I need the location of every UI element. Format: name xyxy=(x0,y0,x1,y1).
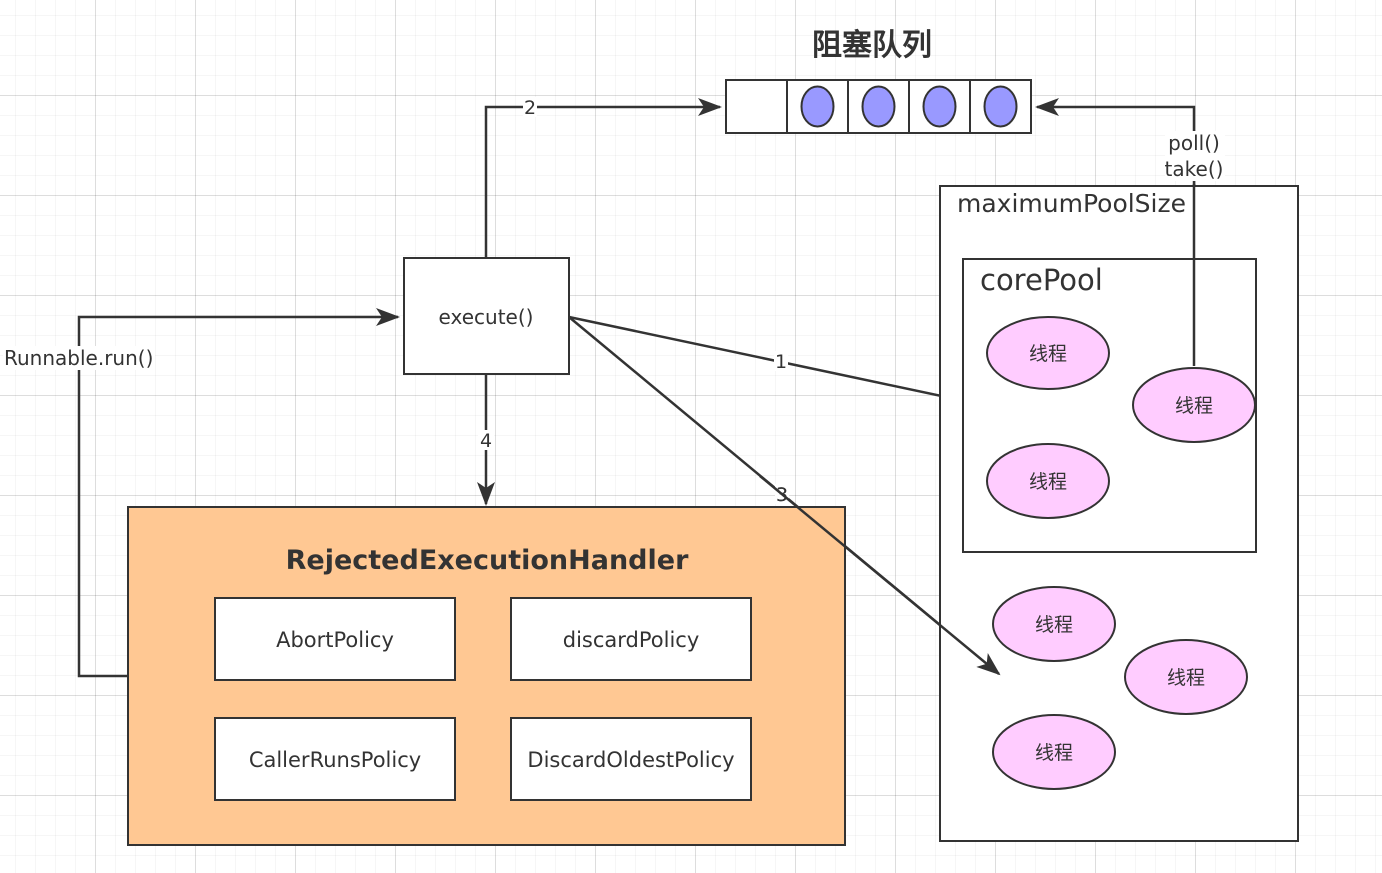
svg-text:线程: 线程 xyxy=(1029,471,1067,493)
execute-node: execute() xyxy=(403,257,570,375)
policy-abort: AbortPolicy xyxy=(214,597,456,681)
edge-label-3-overlay: 3 xyxy=(776,484,788,506)
thread-max-1: 线程 xyxy=(992,586,1116,662)
policy-discard-oldest: DiscardOldestPolicy xyxy=(510,717,752,801)
poll-label: poll() xyxy=(1168,131,1220,155)
thread-max-3: 线程 xyxy=(992,714,1116,790)
edge-execute-to-queue xyxy=(484,98,722,258)
svg-text:线程: 线程 xyxy=(1167,667,1205,689)
svg-text:CallerRunsPolicy: CallerRunsPolicy xyxy=(249,748,421,772)
edge-label-4: 4 xyxy=(478,430,494,452)
queue-item xyxy=(922,85,957,128)
rejected-execution-handler: RejectedExecutionHandler AbortPolicy dis… xyxy=(127,506,846,846)
svg-text:AbortPolicy: AbortPolicy xyxy=(276,628,394,652)
thread-core-3: 线程 xyxy=(986,443,1110,519)
svg-text:1: 1 xyxy=(775,351,787,373)
svg-text:discardPolicy: discardPolicy xyxy=(563,628,700,652)
queue-item xyxy=(983,85,1018,128)
blocking-queue xyxy=(725,79,1032,134)
svg-text:2: 2 xyxy=(524,97,536,119)
take-label: take() xyxy=(1165,157,1224,181)
poll-take-labels: poll() take() xyxy=(1165,131,1225,181)
thread-core-1: 线程 xyxy=(986,316,1110,390)
handler-title: RejectedExecutionHandler xyxy=(286,545,689,576)
edge-label-1: 1 xyxy=(774,351,788,373)
thread-core-2: 线程 xyxy=(1132,367,1256,443)
svg-text:DiscardOldestPolicy: DiscardOldestPolicy xyxy=(527,748,734,772)
runnable-run-label: Runnable.run() xyxy=(3,346,155,370)
execute-label: execute() xyxy=(439,305,534,329)
svg-text:Runnable.run(): Runnable.run() xyxy=(4,346,153,370)
edge-handler-to-execute xyxy=(77,308,400,678)
queue-item xyxy=(861,85,896,128)
core-pool-label: corePool xyxy=(980,263,1103,297)
svg-text:线程: 线程 xyxy=(1175,395,1213,417)
execute-box xyxy=(403,257,570,375)
blocking-queue-title: 阻塞队列 xyxy=(812,28,932,63)
policy-caller-runs: CallerRunsPolicy xyxy=(214,717,456,801)
svg-text:线程: 线程 xyxy=(1029,343,1067,365)
edge-label-2: 2 xyxy=(523,97,537,119)
edge-execute-to-maxpool-overlay xyxy=(759,475,1001,676)
thread-max-2: 线程 xyxy=(1124,639,1248,715)
queue-item xyxy=(800,85,835,128)
max-pool-label: maximumPoolSize xyxy=(957,189,1186,218)
svg-text:3: 3 xyxy=(776,484,788,506)
threads: 线程 线程 线程 线程 线程 线程 xyxy=(986,316,1256,790)
svg-text:4: 4 xyxy=(480,430,492,452)
svg-text:线程: 线程 xyxy=(1035,742,1073,764)
policy-discard: discardPolicy xyxy=(510,597,752,681)
svg-text:线程: 线程 xyxy=(1035,614,1073,636)
